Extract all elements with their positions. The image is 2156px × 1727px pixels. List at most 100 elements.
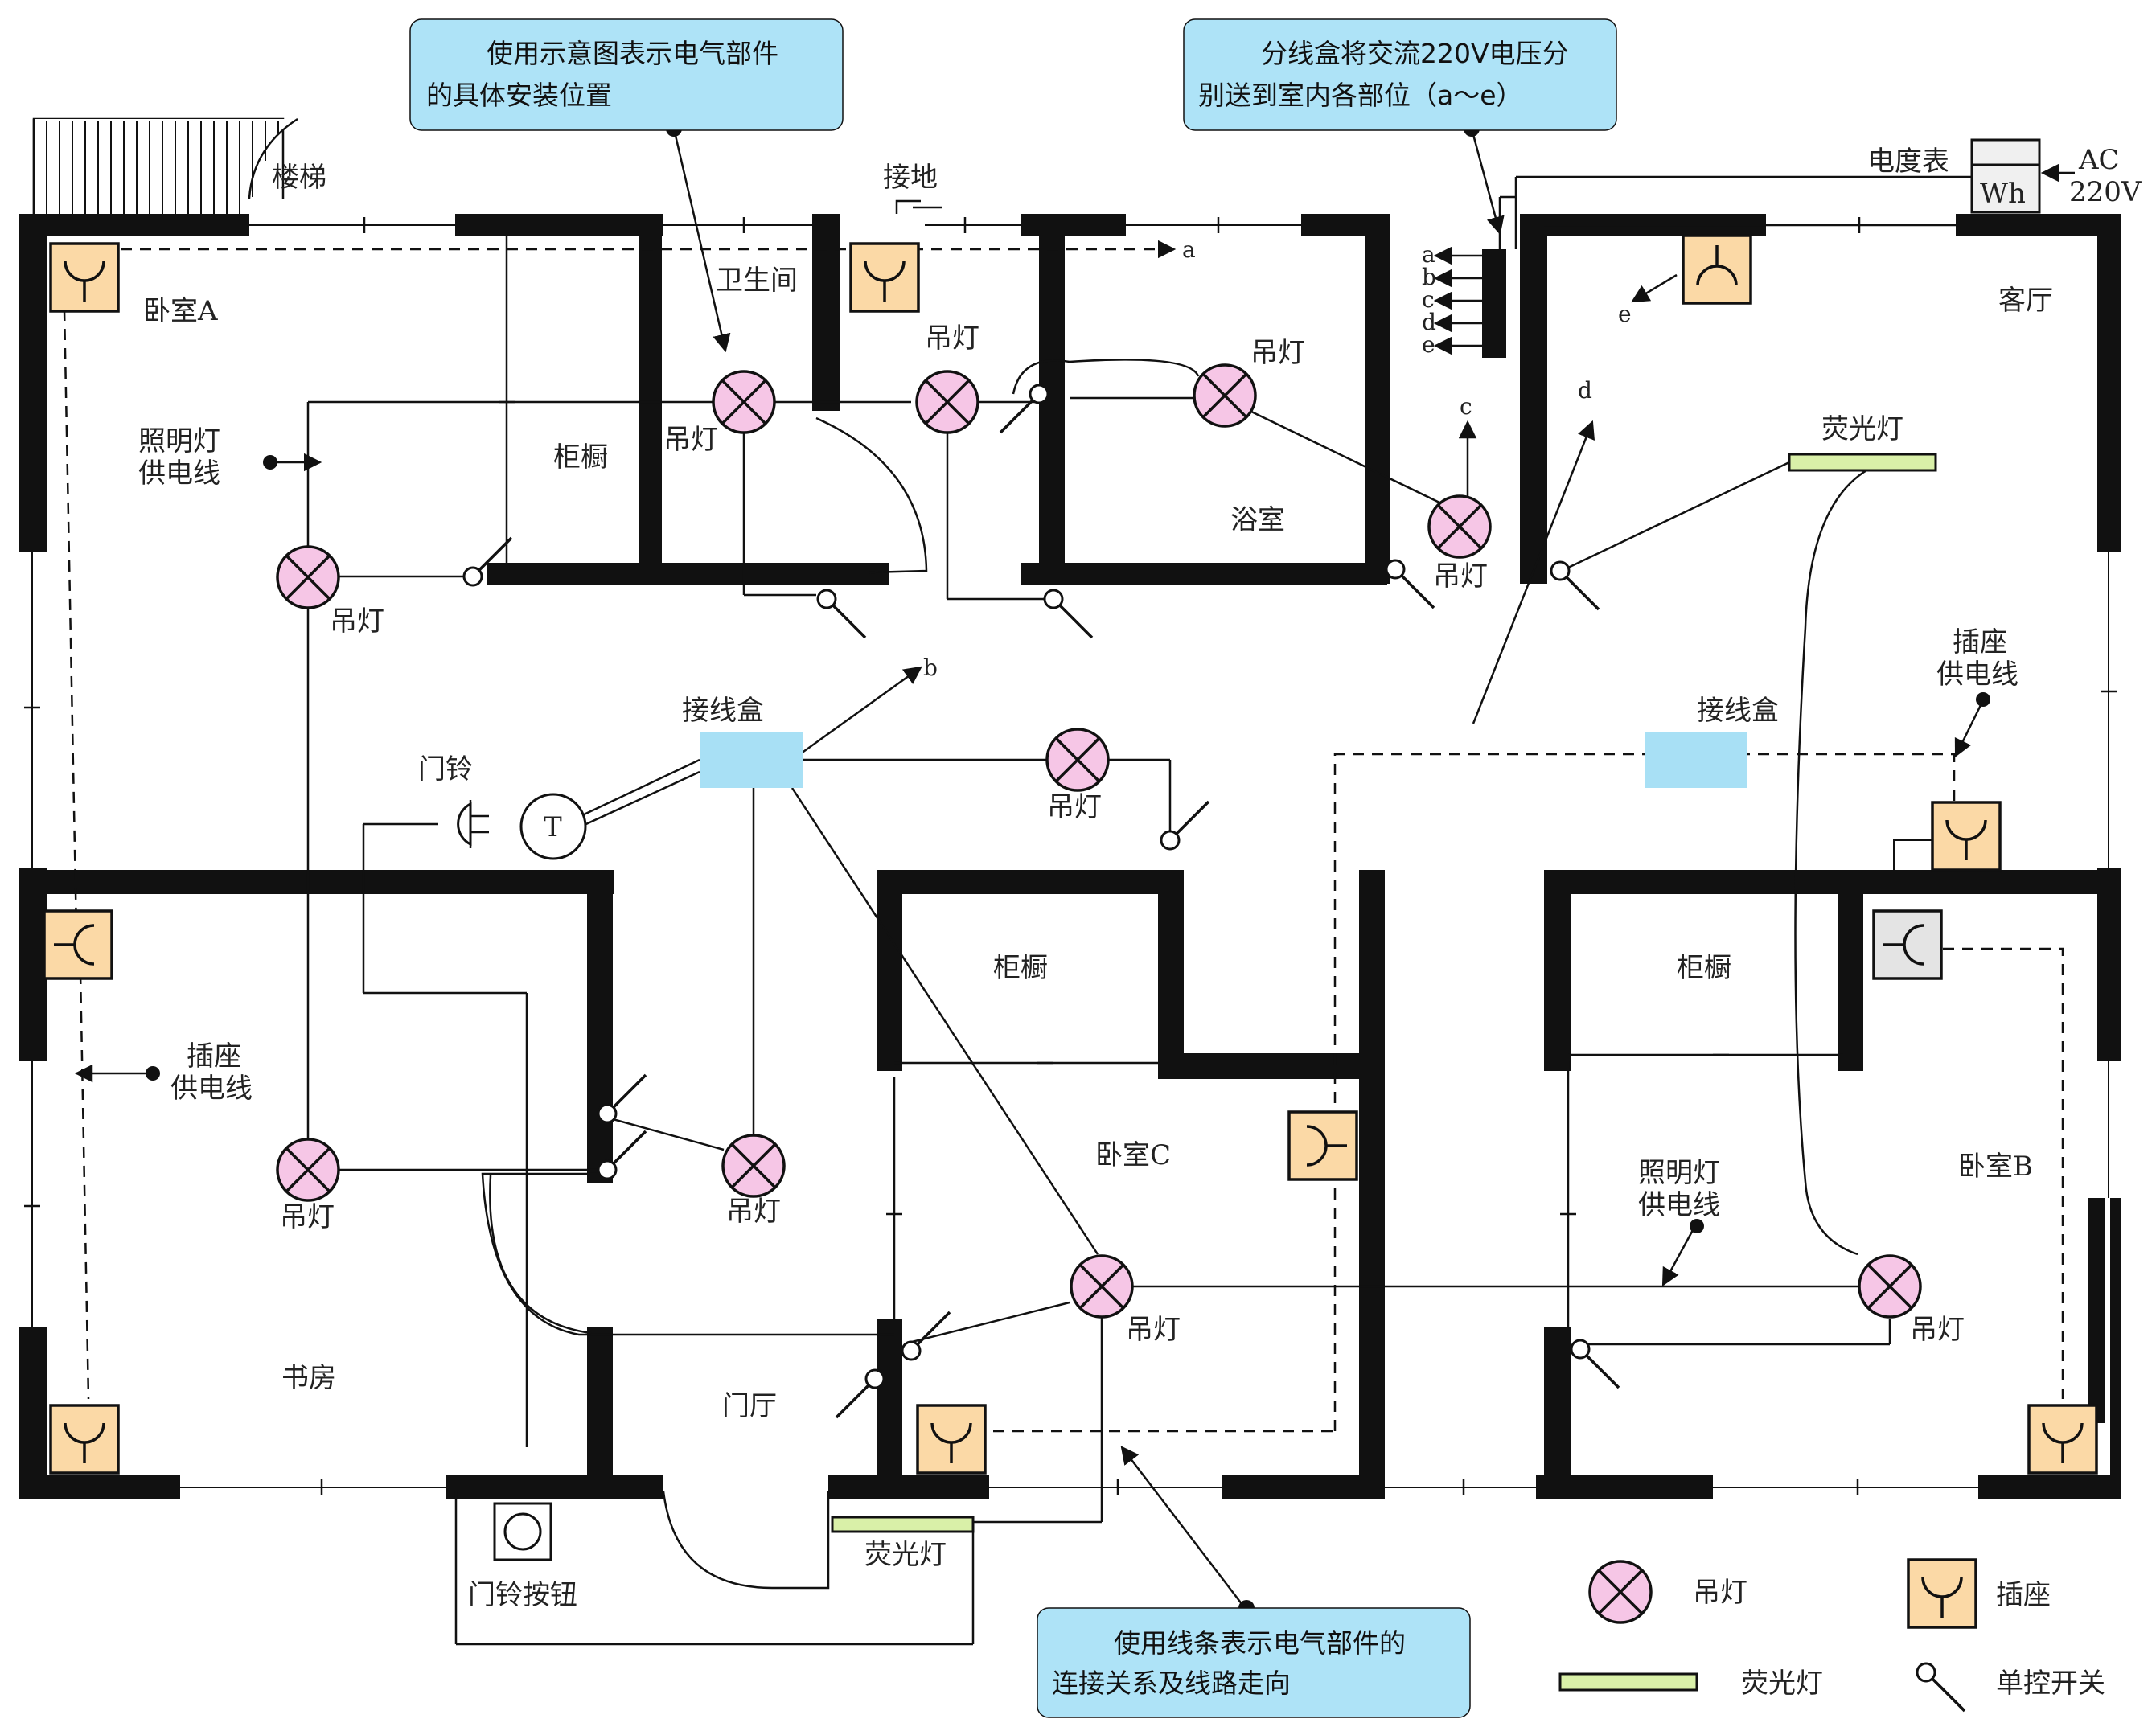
label-lamp-bedroom-c: 吊灯 — [1126, 1314, 1181, 1346]
switch — [1385, 559, 1435, 609]
switch — [1570, 1339, 1620, 1389]
tube-foyer — [831, 1516, 975, 1533]
label-lamp-bedroom-b: 吊灯 — [1910, 1314, 1965, 1346]
label-bedroom-c: 卧室C — [1095, 1139, 1171, 1171]
label-route-c: c — [1460, 393, 1472, 420]
lamp-shower-2 — [1427, 494, 1492, 559]
label-junction-box-1: 接线盒 — [682, 695, 764, 727]
callout-install-2: 的具体安装位置 — [426, 80, 612, 111]
legend — [1558, 1558, 1977, 1713]
tube-living — [1788, 453, 1937, 472]
label-light-supply-a-2: 供电线 — [138, 457, 220, 490]
junction-box-1 — [700, 732, 803, 788]
label-bedroom-a: 卧室A — [143, 295, 218, 327]
callout-install-1: 使用示意图表示电气部件 — [487, 38, 778, 69]
lamp-bedroom-c — [1070, 1254, 1134, 1319]
doors — [489, 1175, 830, 1590]
bell-transformer — [519, 793, 587, 860]
label-box-d: d — [1422, 309, 1436, 335]
label-fluorescent-living: 荧光灯 — [1821, 413, 1903, 445]
label-light-supply-a-1: 照明灯 — [138, 425, 220, 457]
label-lamp-toilet: 吊灯 — [925, 322, 979, 355]
callout-junction-1: 分线盒将交流220V电压分 — [1261, 38, 1569, 69]
label-meter: 电度表 — [1867, 146, 1949, 178]
label-route-e: e — [1618, 301, 1632, 327]
socket — [1287, 1110, 1358, 1181]
lamp-study-1 — [276, 1138, 340, 1202]
label-closet-c: 柜橱 — [993, 952, 1048, 984]
lamp-shower — [1193, 363, 1257, 428]
switch — [816, 589, 867, 639]
label-socket-supply-a-2: 供电线 — [170, 1073, 253, 1105]
label-box-c: c — [1422, 286, 1435, 313]
lamp-bedroom-a — [276, 545, 340, 609]
wall-ticks — [23, 215, 2118, 1497]
label-fluorescent-foyer: 荧光灯 — [864, 1539, 947, 1571]
label-lamp-hall: 吊灯 — [1047, 791, 1102, 823]
legend-fluorescent-label: 荧光灯 — [1741, 1668, 1823, 1700]
label-junction-box-2: 接线盒 — [1697, 695, 1779, 727]
lamp-toilet — [915, 370, 979, 434]
legend-switch-icon — [1916, 1662, 1966, 1713]
doorbell — [457, 793, 587, 1561]
lamp-hall — [1045, 728, 1110, 792]
lamp-closet-a — [712, 370, 776, 434]
lamp-bedroom-b — [1858, 1254, 1922, 1319]
lamp-study-2 — [721, 1134, 786, 1198]
text-labels: 使用示意图表示电气部件 的具体安装位置 分线盒将交流220V电压分 别送到室内各… — [138, 38, 2142, 1700]
label-foyer: 门厅 — [722, 1390, 777, 1422]
label-doorbell-button: 门铃按钮 — [468, 1579, 577, 1611]
label-box-a: a — [1422, 241, 1435, 268]
stairs — [32, 117, 322, 228]
label-doorbell: 门铃 — [418, 753, 473, 786]
socket — [1931, 801, 2002, 872]
label-bell-t: T — [544, 811, 562, 843]
switch — [901, 1311, 951, 1361]
label-closet-a: 柜橱 — [553, 441, 608, 474]
socket — [1682, 234, 1752, 305]
junction-box-2 — [1645, 732, 1747, 788]
label-ac: AC — [2078, 144, 2120, 176]
label-socket-supply-a-1: 插座 — [187, 1040, 241, 1073]
label-socket-supply-b-2: 供电线 — [1936, 658, 2018, 691]
label-living-room: 客厅 — [1998, 285, 2053, 317]
socket — [849, 242, 920, 313]
label-bathroom: 卫生间 — [716, 265, 798, 297]
callout-wire-1: 使用线条表示电气部件的 — [1114, 1627, 1406, 1659]
label-closet-b: 柜橱 — [1677, 952, 1731, 984]
socket-grey — [1872, 909, 1943, 980]
legend-pendant-label: 吊灯 — [1693, 1577, 1747, 1609]
legend-socket-label: 插座 — [1996, 1579, 2051, 1611]
socket — [49, 1404, 120, 1475]
label-light-supply-b-2: 供电线 — [1638, 1189, 1720, 1221]
switch — [1043, 589, 1094, 639]
label-ac-voltage: 220V — [2069, 176, 2142, 208]
wiring — [63, 175, 2064, 1646]
legend-socket-icon — [1907, 1558, 1977, 1629]
label-route-b: b — [923, 654, 938, 681]
label-lamp-shower: 吊灯 — [1250, 337, 1305, 369]
walls — [19, 214, 2121, 1499]
legend-tube-icon — [1558, 1672, 1698, 1692]
label-study: 书房 — [281, 1362, 336, 1394]
label-meter-unit: Wh — [1980, 178, 2026, 210]
label-lamp-study-2: 吊灯 — [726, 1196, 781, 1228]
label-box-e: e — [1422, 331, 1435, 358]
socket — [43, 909, 113, 980]
meter — [1970, 138, 2075, 214]
label-ground: 接地 — [883, 162, 938, 194]
callout-boxes — [409, 18, 1617, 1718]
label-lamp-shower-2: 吊灯 — [1433, 560, 1488, 593]
label-route-d: d — [1578, 377, 1592, 404]
socket — [49, 242, 120, 313]
callout-junction-2: 别送到室内各部位（a～e） — [1198, 80, 1523, 111]
label-light-supply-b-1: 照明灯 — [1638, 1157, 1720, 1189]
label-lamp-bedroom-a: 吊灯 — [330, 605, 384, 638]
socket — [916, 1404, 987, 1475]
callout-wire-2: 连接关系及线路走向 — [1052, 1668, 1291, 1699]
label-box-b: b — [1422, 264, 1436, 290]
fluorescent-lamps — [831, 453, 1937, 1533]
switch — [1550, 560, 1600, 611]
